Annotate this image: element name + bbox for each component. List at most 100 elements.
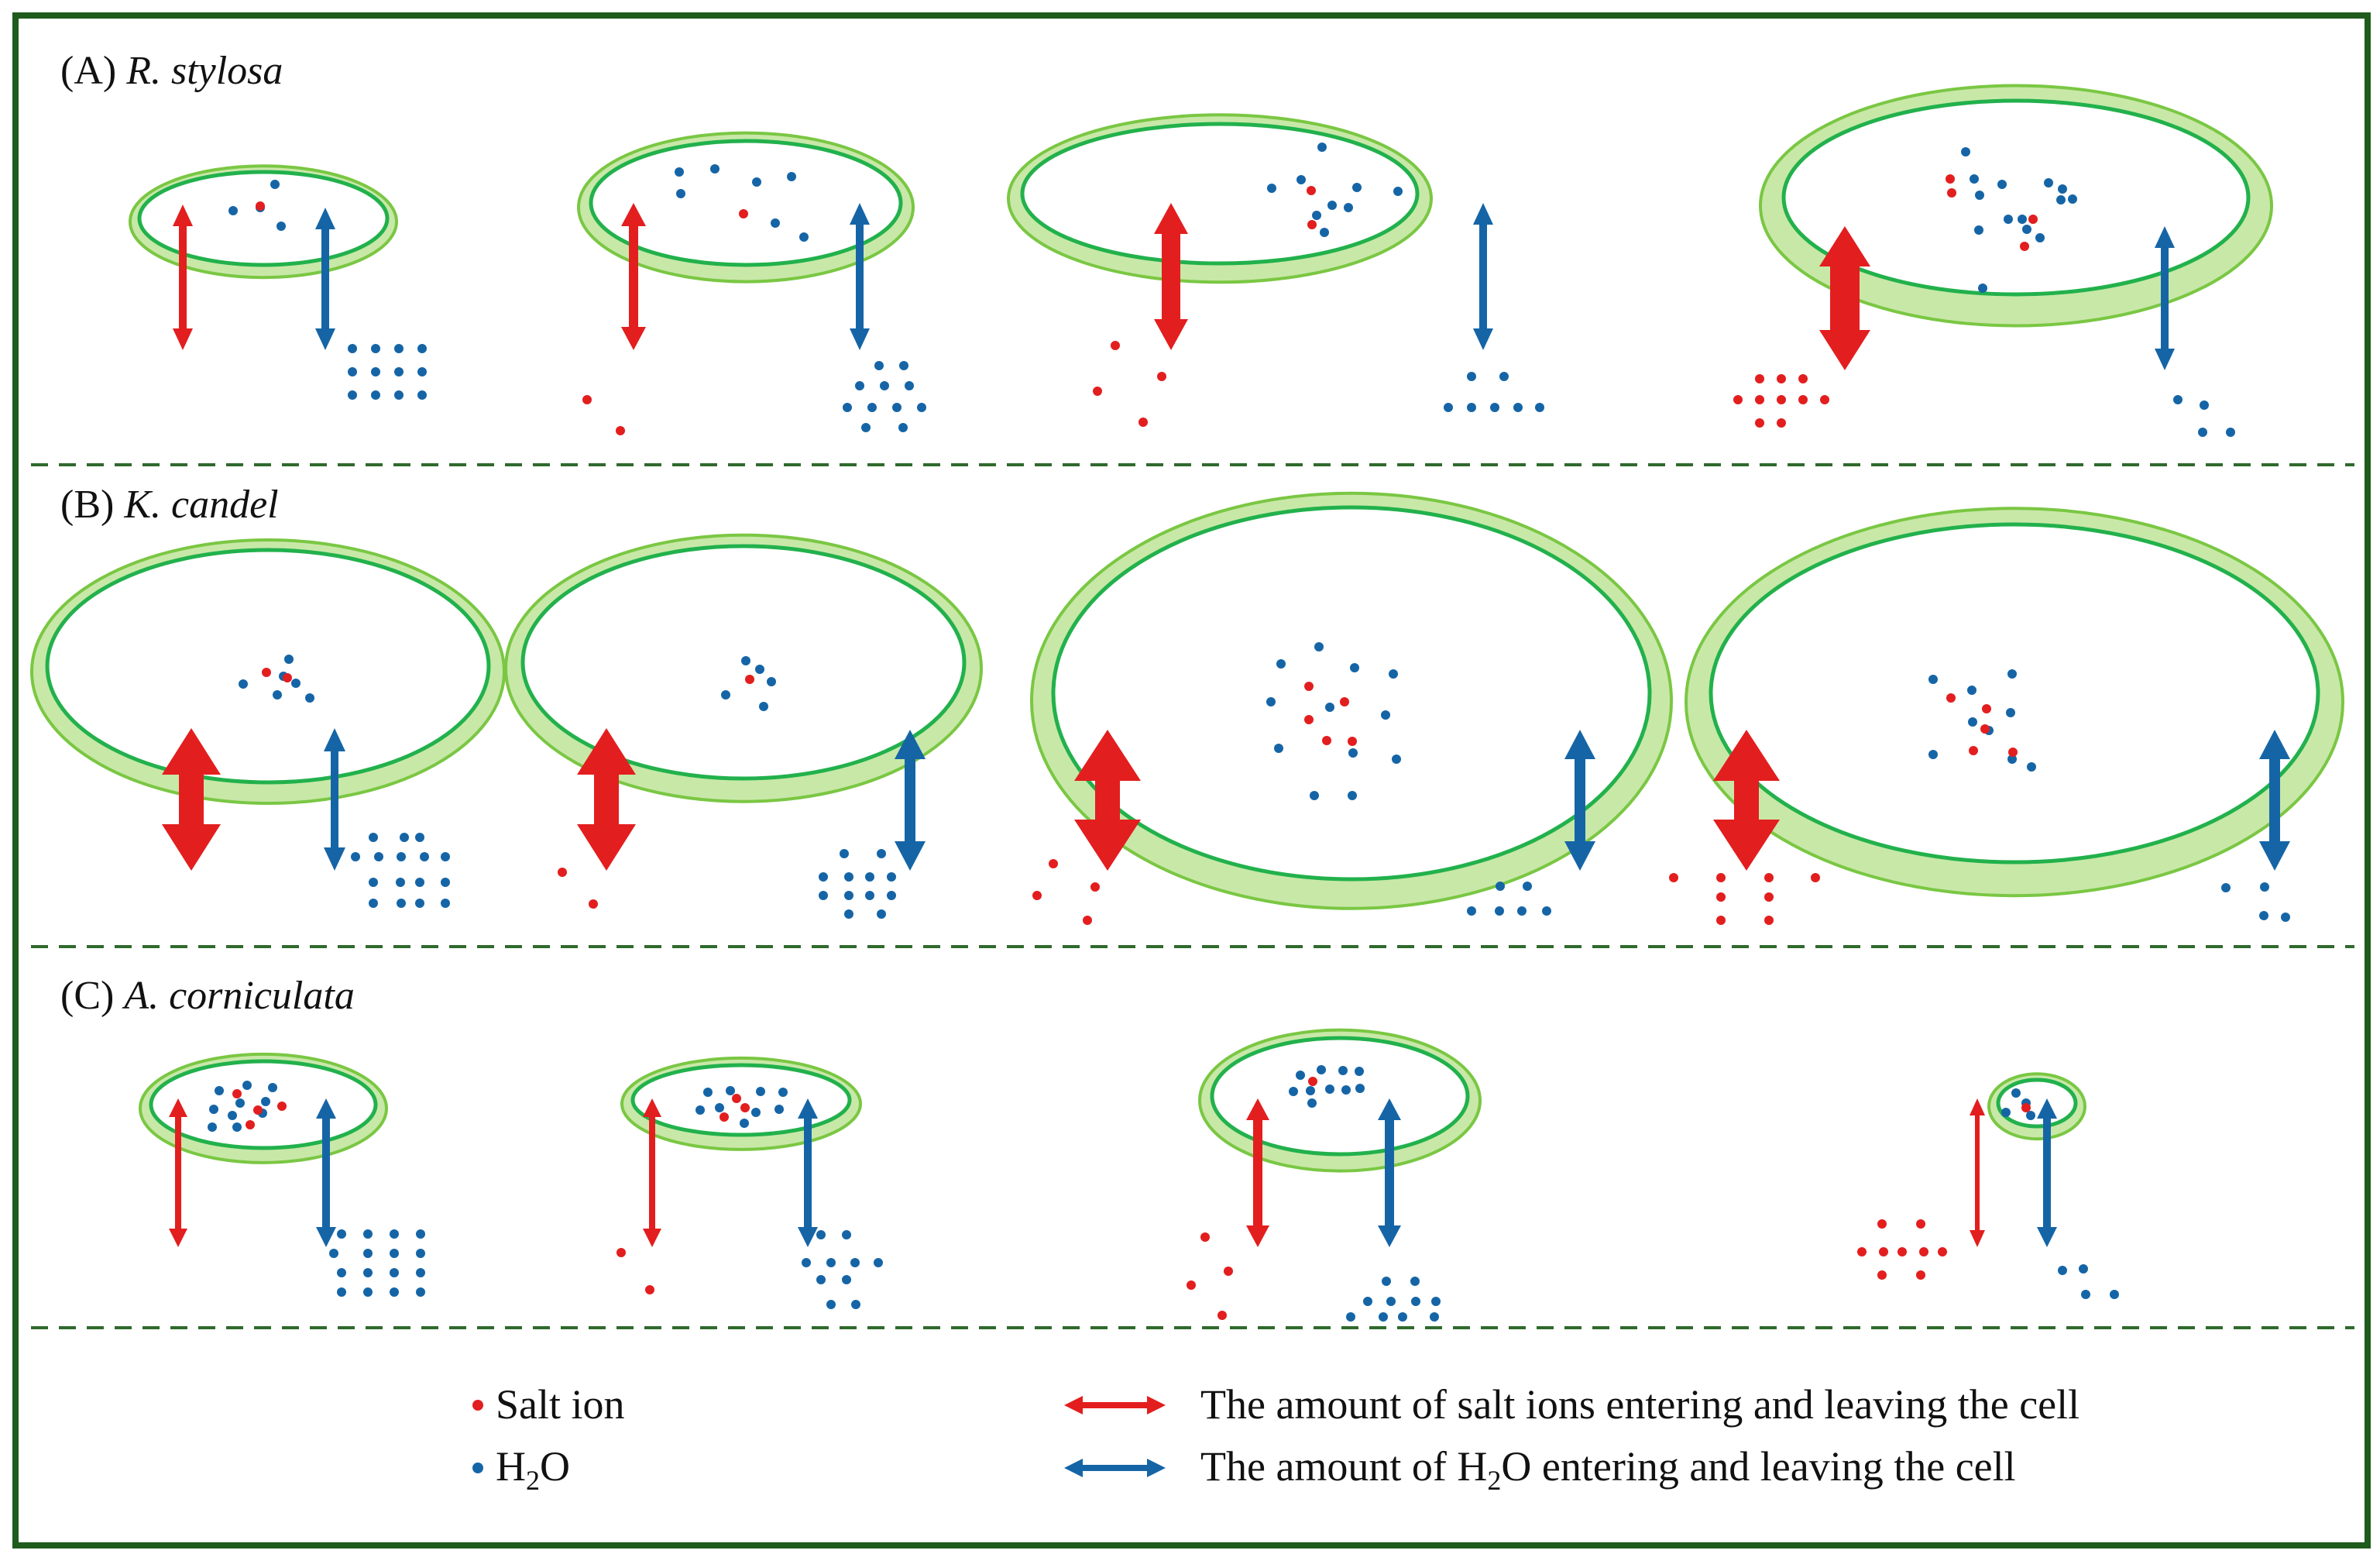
water-dot-214 bbox=[390, 1268, 399, 1277]
water-dot-40 bbox=[1267, 184, 1276, 193]
salt-arrow-b4-shaft bbox=[1734, 780, 1759, 820]
water-dot-259 bbox=[1382, 1277, 1391, 1286]
salt-arrow-a4-head-top bbox=[1819, 226, 1870, 266]
cell-c2 bbox=[620, 1056, 862, 1151]
water-dot-16 bbox=[394, 390, 404, 400]
salt-dot-254 bbox=[1308, 1077, 1317, 1086]
water-dot-32 bbox=[905, 381, 914, 390]
salt-arrow-c2 bbox=[643, 1098, 661, 1247]
water-arrow-c3-shaft bbox=[1385, 1119, 1394, 1226]
water-dot-189 bbox=[2281, 913, 2290, 922]
water-dot-72 bbox=[1978, 284, 1987, 293]
salt-arrow-a1-shaft bbox=[179, 225, 187, 329]
salt-arrow-a1-head-bottom bbox=[173, 328, 193, 350]
water-arrow-b4-shaft bbox=[2269, 758, 2280, 842]
water-arrow-c4 bbox=[2037, 1098, 2057, 1247]
water-dot-240 bbox=[816, 1275, 826, 1284]
water-arrow-c3-head-top bbox=[1378, 1098, 1401, 1120]
water-dot-219 bbox=[416, 1287, 425, 1297]
water-dot-105 bbox=[374, 852, 383, 861]
water-dot-119 bbox=[721, 690, 730, 700]
water-dot-223 bbox=[778, 1088, 788, 1097]
panel-letter-b: (B) bbox=[60, 483, 115, 527]
salt-arrow-c3 bbox=[1246, 1098, 1269, 1247]
water-dot-116 bbox=[441, 899, 450, 908]
salt-arrow-a3 bbox=[1154, 203, 1188, 350]
water-dot-7 bbox=[371, 344, 380, 353]
water-dot-18 bbox=[675, 167, 684, 177]
water-dot-244 bbox=[1296, 1071, 1305, 1080]
salt-arrow-a1-head-top bbox=[173, 205, 193, 226]
water-dot-112 bbox=[441, 878, 450, 887]
salt-arrow-c2-shaft bbox=[649, 1116, 655, 1229]
water-dot-130 bbox=[887, 872, 896, 882]
legend-salt-arrow-shaft bbox=[1080, 1402, 1150, 1408]
water-dot-64 bbox=[1975, 191, 1984, 200]
water-arrow-c3-head-bottom bbox=[1378, 1225, 1401, 1247]
water-dot-98 bbox=[305, 693, 314, 703]
water-dot-224 bbox=[774, 1105, 784, 1114]
water-dot-23 bbox=[771, 218, 780, 228]
water-dot-127 bbox=[819, 872, 828, 882]
water-dot-141 bbox=[1266, 697, 1276, 706]
water-dot-118 bbox=[755, 665, 764, 674]
water-arrow-a1-head-bottom bbox=[315, 328, 335, 350]
water-arrow-a4 bbox=[2155, 226, 2175, 370]
salt-dot-153 bbox=[1348, 737, 1357, 746]
figure-frame bbox=[12, 12, 2371, 1549]
water-arrow-c2-shaft bbox=[804, 1118, 812, 1228]
panel-label-a: (A) R. stylosa bbox=[60, 48, 283, 94]
water-dot-29 bbox=[899, 361, 908, 370]
water-dot-222 bbox=[756, 1087, 765, 1096]
salt-arrow-a3-shaft bbox=[1162, 233, 1180, 320]
salt-dot-181 bbox=[1811, 873, 1820, 882]
cell-c4-membrane bbox=[1996, 1078, 2078, 1129]
salt-arrow-a2-shaft bbox=[629, 225, 638, 328]
water-arrow-a4-head-top bbox=[2155, 226, 2175, 248]
water-dot-241 bbox=[842, 1275, 851, 1284]
cell-b3-membrane bbox=[1051, 505, 1652, 882]
water-dot-37 bbox=[861, 423, 871, 432]
water-dot-263 bbox=[1411, 1297, 1420, 1306]
salt-arrow-c2-head-bottom bbox=[643, 1229, 661, 1247]
salt-dot-178 bbox=[1669, 873, 1678, 882]
water-dot-71 bbox=[2035, 233, 2045, 242]
water-dot-250 bbox=[1325, 1084, 1334, 1094]
water-dot-41 bbox=[1296, 175, 1306, 184]
salt-dot-79 bbox=[1755, 374, 1764, 383]
salt-arrow-a2-head-top bbox=[621, 203, 646, 226]
water-dot-253 bbox=[1307, 1098, 1317, 1108]
water-dot-126 bbox=[877, 849, 886, 858]
salt-arrow-a4-head-bottom bbox=[1819, 330, 1870, 370]
water-arrow-c4-head-bottom bbox=[2037, 1227, 2057, 1247]
water-dot-164 bbox=[1928, 675, 1938, 684]
salt-dot-256 bbox=[1224, 1267, 1233, 1276]
water-dot-97 bbox=[273, 690, 282, 700]
salt-dot-202 bbox=[277, 1102, 287, 1111]
water-dot-237 bbox=[826, 1258, 836, 1267]
water-dot-261 bbox=[1363, 1297, 1372, 1306]
water-dot-55 bbox=[1499, 372, 1509, 381]
legend-water-arrow bbox=[1064, 1459, 1166, 1477]
water-dot-14 bbox=[348, 390, 357, 400]
water-arrow-b2-shaft bbox=[905, 758, 915, 842]
legend-water-arrow-sub: 2 bbox=[1487, 1464, 1502, 1496]
water-dot-21 bbox=[752, 177, 761, 187]
water-dot-242 bbox=[826, 1300, 836, 1309]
water-dot-272 bbox=[2026, 1111, 2035, 1120]
water-dot-208 bbox=[329, 1249, 338, 1258]
arrows-layer bbox=[162, 203, 2290, 1247]
water-dot-96 bbox=[239, 679, 248, 689]
panel-species-b: K. candel bbox=[124, 483, 279, 527]
water-arrow-b4-head-bottom bbox=[2259, 841, 2290, 871]
water-dot-113 bbox=[369, 899, 378, 908]
water-arrow-a3 bbox=[1473, 203, 1493, 350]
water-dot-73 bbox=[2056, 195, 2066, 205]
water-arrow-c2-head-bottom bbox=[798, 1227, 818, 1247]
panel-letter-a: (A) bbox=[60, 49, 117, 93]
cells-layer bbox=[30, 84, 2344, 1173]
water-dot-19 bbox=[710, 164, 719, 174]
water-dot-220 bbox=[703, 1088, 713, 1097]
water-dot-217 bbox=[363, 1287, 373, 1297]
salt-arrow-b3-head-top bbox=[1074, 730, 1141, 781]
